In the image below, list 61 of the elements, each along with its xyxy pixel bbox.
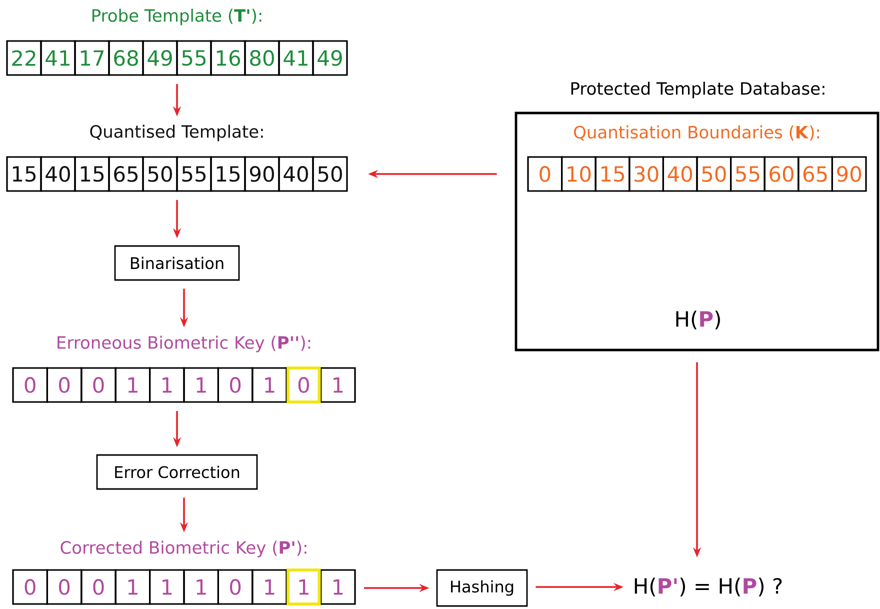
value-cell: 0 — [217, 367, 254, 403]
array-heading: Quantisation Boundaries (K): — [574, 125, 819, 141]
value-cell: 1 — [320, 569, 356, 605]
value-cell: 1 — [114, 367, 151, 403]
value-cell: 1 — [320, 367, 356, 403]
value-cell: 41 — [278, 40, 314, 76]
value-cell: 15 — [74, 156, 110, 192]
value-cell: 1 — [149, 367, 185, 403]
value-cell: 0 — [80, 569, 116, 605]
process-box: Hashing — [436, 569, 528, 607]
array-heading: Corrected Biometric Key (P'): — [60, 540, 306, 558]
value-cell: 1 — [114, 569, 151, 605]
value-cell: 49 — [142, 40, 178, 76]
value-cell: 0 — [12, 367, 48, 403]
value-cell: 0 — [80, 367, 116, 403]
value-cell: 60 — [764, 156, 800, 192]
array-heading: Quantised Template: — [90, 124, 263, 142]
database-heading: Protected Template Database: — [571, 82, 824, 98]
array-heading: Erroneous Biometric Key (P''): — [58, 336, 310, 352]
value-cell: 40 — [662, 156, 698, 192]
value-cell: 49 — [312, 40, 348, 76]
value-cell: 0 — [46, 367, 82, 403]
process-box: Binarisation — [114, 245, 240, 281]
value-cell: 55 — [730, 156, 766, 192]
value-cell: 15 — [210, 156, 246, 192]
value-cell: 22 — [6, 40, 42, 76]
value-cell: 55 — [176, 156, 212, 192]
value-cell: 16 — [210, 40, 246, 76]
value-cell: 40 — [40, 156, 76, 192]
value-cell: 80 — [244, 40, 280, 76]
value-cell: 1 — [149, 569, 185, 605]
value-cell: 0 — [217, 569, 254, 605]
value-cell: 1 — [183, 569, 219, 605]
value-cell: 65 — [108, 156, 144, 192]
value-cell: 30 — [628, 156, 664, 192]
value-cell: 65 — [798, 156, 833, 192]
value-cell: 50 — [696, 156, 732, 192]
value-cell: 50 — [312, 156, 348, 192]
value-cell: 0 — [286, 367, 322, 403]
value-cell: 10 — [561, 156, 596, 192]
value-cell: 0 — [12, 569, 48, 605]
comparison-text: H(P') = H(P) ? — [634, 578, 782, 596]
hash-text: H(P) — [676, 310, 720, 330]
value-cell: 40 — [278, 156, 314, 192]
value-cell: 55 — [176, 40, 212, 76]
value-cell: 15 — [594, 156, 630, 192]
value-cell: 15 — [6, 156, 42, 192]
value-cell: 90 — [831, 156, 867, 192]
value-cell: 50 — [142, 156, 178, 192]
value-cell: 1 — [252, 367, 288, 403]
value-cell: 90 — [244, 156, 280, 192]
value-cell: 1 — [286, 569, 322, 605]
value-cell: 0 — [527, 156, 563, 192]
value-cell: 17 — [74, 40, 110, 76]
array-heading: Probe Template (T'): — [92, 8, 262, 26]
value-cell: 1 — [252, 569, 288, 605]
process-box: Error Correction — [96, 454, 258, 490]
value-cell: 0 — [46, 569, 82, 605]
value-cell: 1 — [183, 367, 219, 403]
value-cell: 68 — [108, 40, 144, 76]
value-cell: 41 — [40, 40, 76, 76]
